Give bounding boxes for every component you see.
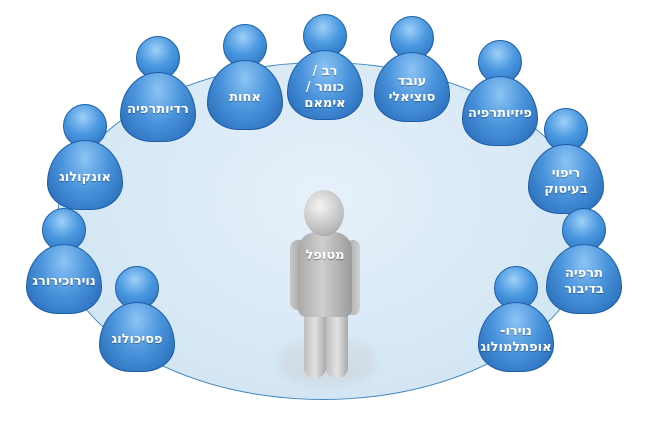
person-body-icon: פיזיותרפיה bbox=[462, 76, 538, 146]
team-member-nurse: אחות bbox=[205, 24, 285, 134]
team-member-label: רב / כומר / אימאם bbox=[304, 64, 346, 111]
team-member-social-worker: עובד סוציאלי bbox=[372, 16, 452, 126]
person-body-icon: עובד סוציאלי bbox=[374, 52, 450, 122]
team-member-label: ריפוי בעיסוק bbox=[544, 166, 588, 197]
person-body-icon: נוירו- אופתלמולוג bbox=[478, 302, 554, 372]
team-member-neuro-ophthalmologist: נוירו- אופתלמולוג bbox=[476, 266, 556, 376]
team-member-neurosurgeon: נוירוכירורג bbox=[24, 208, 104, 318]
team-member-clergy: רב / כומר / אימאם bbox=[285, 14, 365, 124]
team-member-label: תרפיה בדיבור bbox=[564, 266, 604, 297]
person-body-icon: אחות bbox=[207, 60, 283, 130]
team-member-speech-therapy: תרפיה בדיבור bbox=[544, 208, 624, 318]
patient-leg bbox=[326, 310, 348, 378]
patient-figure: מטופל bbox=[280, 190, 375, 390]
person-body-icon: תרפיה בדיבור bbox=[546, 244, 622, 314]
team-member-label: אחות bbox=[229, 90, 261, 105]
team-member-label: רדיותרפיה bbox=[127, 102, 189, 117]
patient-torso bbox=[298, 232, 352, 317]
team-member-physiotherapy: פיזיותרפיה bbox=[460, 40, 540, 150]
person-body-icon: רדיותרפיה bbox=[120, 72, 196, 142]
team-member-oncologist: אונקולוג bbox=[45, 104, 125, 214]
patient-label: מטופל bbox=[305, 248, 345, 263]
team-member-label: עובד סוציאלי bbox=[388, 74, 436, 105]
person-body-icon: ריפוי בעיסוק bbox=[528, 144, 604, 214]
team-member-label: אונקולוג bbox=[59, 170, 111, 185]
team-member-radiotherapy: רדיותרפיה bbox=[118, 36, 198, 146]
patient-leg bbox=[304, 310, 326, 378]
person-body-icon: אונקולוג bbox=[47, 140, 123, 210]
team-member-label: נוירוכירורג bbox=[32, 274, 96, 289]
team-member-psychologist: פסיכולוג bbox=[97, 266, 177, 376]
team-member-label: פסיכולוג bbox=[111, 332, 163, 347]
person-body-icon: נוירוכירורג bbox=[26, 244, 102, 314]
patient-head-icon bbox=[304, 190, 344, 236]
team-member-label: נוירו- אופתלמולוג bbox=[480, 324, 552, 355]
person-body-icon: רב / כומר / אימאם bbox=[287, 50, 363, 120]
team-member-label: פיזיותרפיה bbox=[468, 106, 532, 121]
person-body-icon: פסיכולוג bbox=[99, 302, 175, 372]
team-member-occupational-therapy: ריפוי בעיסוק bbox=[526, 108, 606, 218]
